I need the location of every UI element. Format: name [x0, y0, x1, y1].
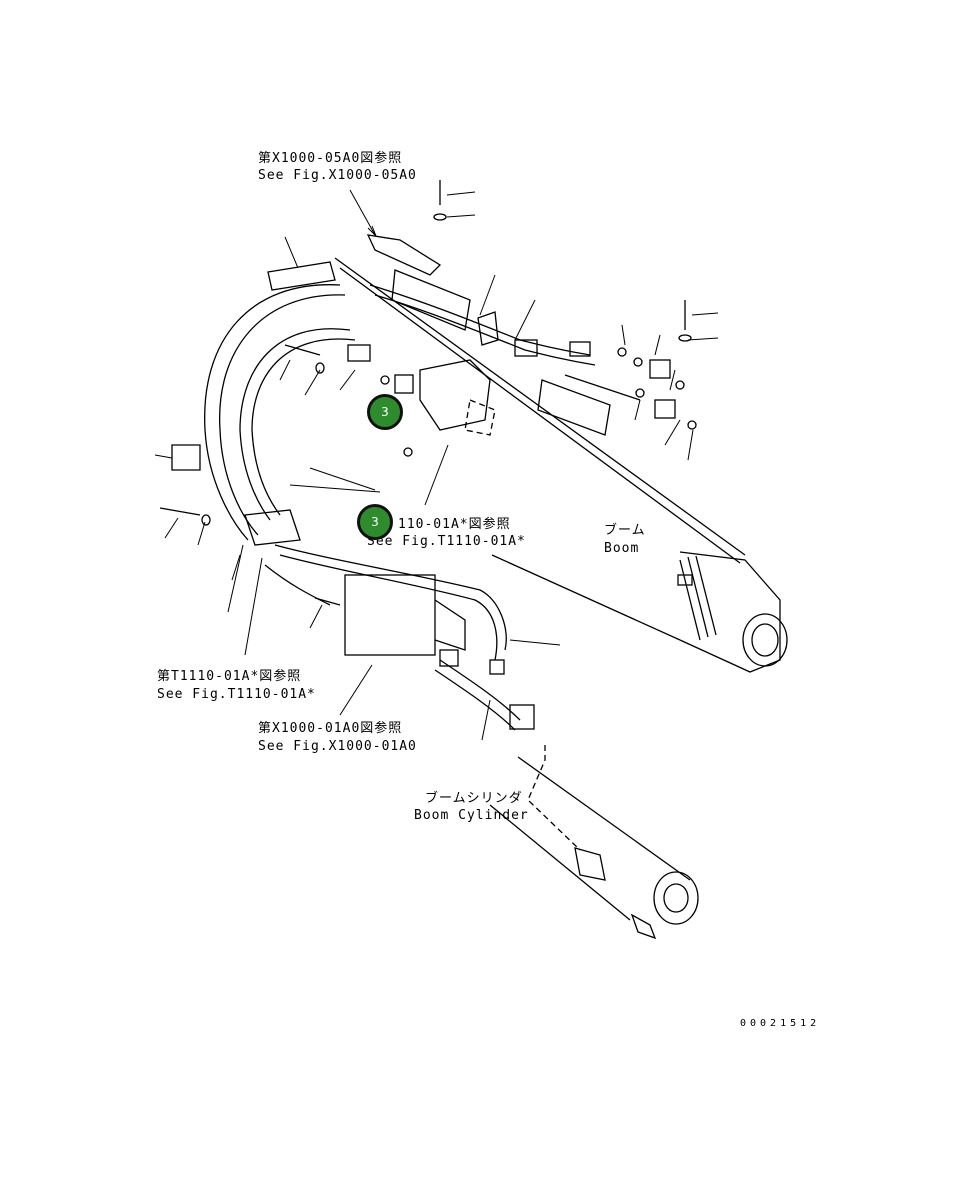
dashed-connectors	[464, 399, 581, 851]
boom-cylinder-label-jp: ブームシリンダ	[425, 791, 523, 806]
ref-x1000-01a0-en: See Fig.X1000-01A0	[258, 739, 417, 754]
ref-t1110-01a-lower-en: See Fig.T1110-01A*	[157, 687, 316, 702]
leader-lines	[154, 189, 719, 741]
boom-cylinder-label-en: Boom Cylinder	[414, 808, 529, 823]
boom-label-en: Boom	[604, 541, 640, 556]
ref-t1110-01a-lower-jp: 第T1110-01A*図参照	[157, 669, 302, 684]
ref-x1000-05a0-jp: 第X1000-05A0図参照	[258, 151, 403, 166]
document-number: 00021512	[740, 1018, 821, 1029]
fittings	[159, 180, 697, 730]
callout-marker[interactable]: 3	[367, 394, 403, 430]
ref-t1110-01a-upper-en: See Fig.T1110-01A*	[367, 534, 526, 549]
boom-body	[334, 257, 788, 673]
ref-t1110-01a-upper-jp: 110-01A*図参照	[398, 517, 511, 532]
clamps	[171, 234, 641, 546]
hoses	[204, 284, 596, 731]
ref-x1000-05a0-en: See Fig.X1000-05A0	[258, 168, 417, 183]
ref-x1000-01a0-jp: 第X1000-01A0図参照	[258, 721, 403, 736]
boom-label-jp: ブーム	[604, 523, 646, 538]
callout-marker[interactable]: 3	[357, 504, 393, 540]
boom-cylinder	[489, 756, 699, 940]
